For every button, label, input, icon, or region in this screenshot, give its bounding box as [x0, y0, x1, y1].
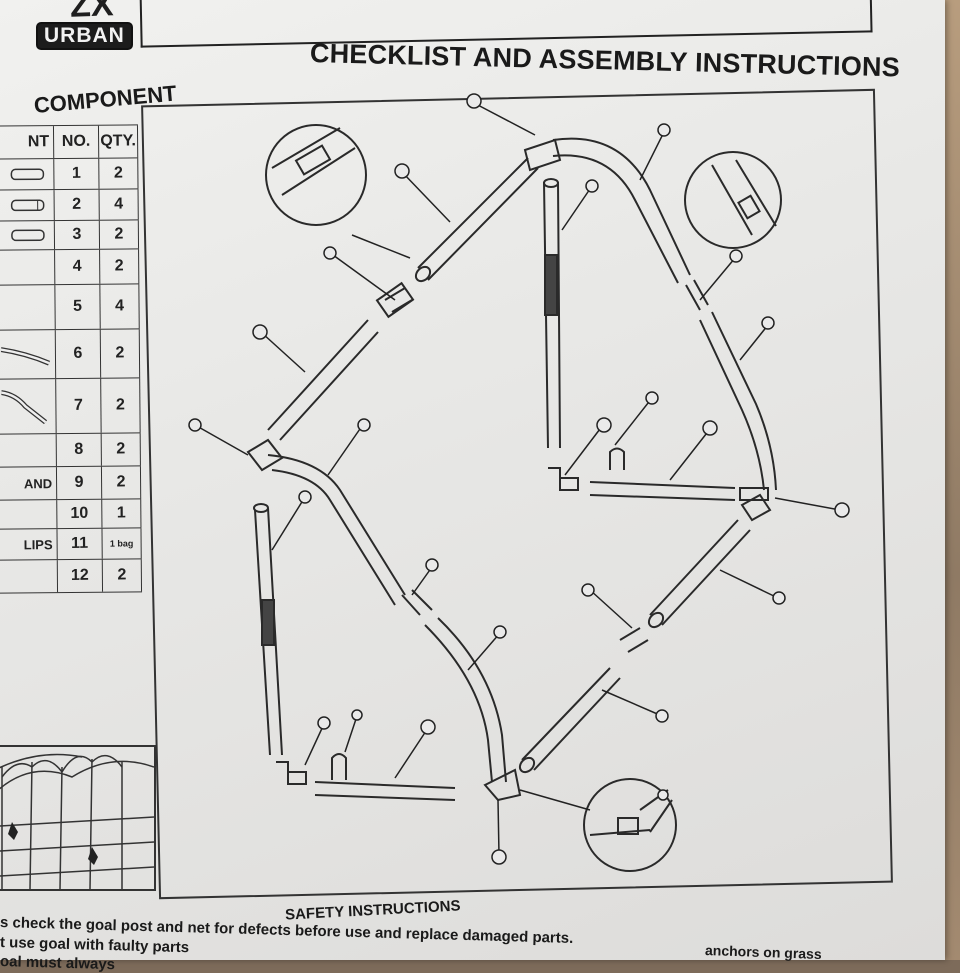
assembly-diagram [0, 0, 945, 960]
safety-line-3: oal must always [0, 953, 115, 973]
instruction-sheet: ZX URBAN COMPONENT CHECKLIST AND ASSEMBL… [0, 0, 945, 960]
